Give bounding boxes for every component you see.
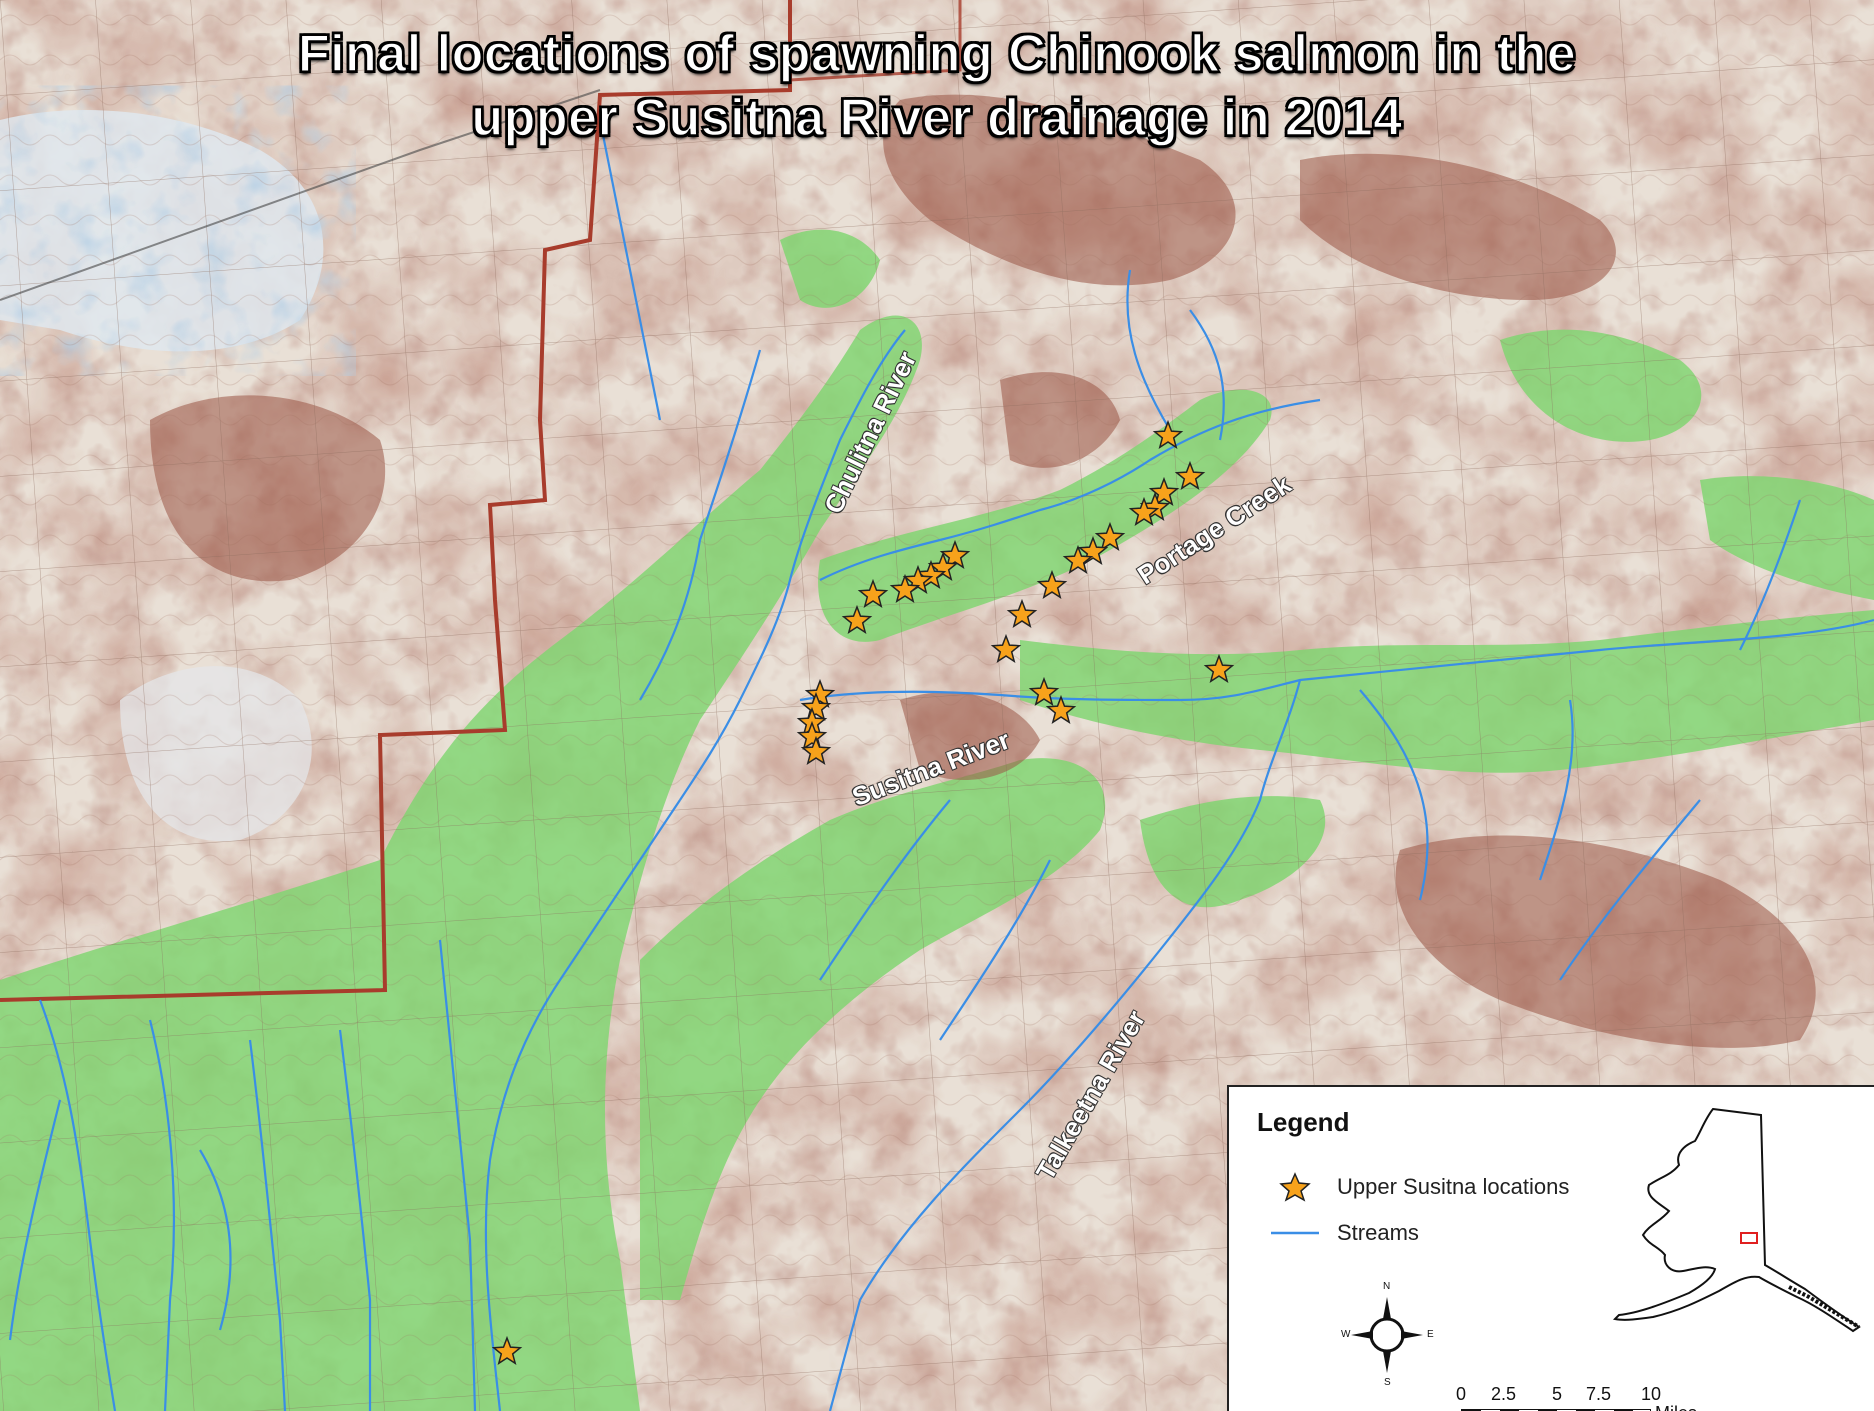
scale-tick-7-5: 7.5 xyxy=(1586,1384,1612,1404)
legend: Legend Upper Susitna locations Streams xyxy=(1227,1085,1874,1411)
scale-bar: 0 2.5 5 7.5 10 Miles xyxy=(1456,1379,1861,1411)
star-icon xyxy=(902,564,934,594)
legend-item-streams: Streams xyxy=(1267,1218,1419,1248)
star-icon xyxy=(1062,544,1094,574)
legend-label-streams: Streams xyxy=(1337,1220,1419,1245)
star-icon xyxy=(800,691,832,721)
star-icon xyxy=(1036,569,1068,599)
star-icon xyxy=(990,633,1022,663)
legend-label-locations: Upper Susitna locations xyxy=(1337,1174,1570,1199)
star-icon xyxy=(915,559,947,589)
map-title: Final locations of spawning Chinook salm… xyxy=(0,22,1874,150)
star-icon xyxy=(1006,598,1038,628)
compass-e: E xyxy=(1427,1329,1434,1340)
boundary-segment xyxy=(789,0,962,82)
star-icon xyxy=(1148,476,1180,506)
scale-tick-10: 10 xyxy=(1641,1384,1662,1404)
scale-unit: Miles xyxy=(1655,1403,1697,1411)
star-icon xyxy=(939,539,971,569)
alaska-inset-map xyxy=(1609,1105,1874,1333)
scale-tick-5: 5 xyxy=(1552,1384,1563,1404)
star-icon xyxy=(1174,460,1206,490)
map-title-line1: Final locations of spawning Chinook salm… xyxy=(297,24,1577,84)
scale-tick-2-5: 2.5 xyxy=(1491,1384,1517,1404)
scale-tick-0: 0 xyxy=(1456,1384,1467,1404)
legend-item-locations: Upper Susitna locations xyxy=(1267,1172,1569,1202)
star-icon xyxy=(491,1335,523,1365)
star-icon xyxy=(1077,535,1109,565)
star-icon xyxy=(796,720,828,750)
road-line xyxy=(0,89,601,301)
spawning-locations xyxy=(491,419,1235,1365)
star-icon xyxy=(927,551,959,581)
star-icon xyxy=(1094,521,1126,551)
streams xyxy=(8,119,1874,1411)
star-icon xyxy=(841,604,873,634)
star-icon xyxy=(1028,676,1060,706)
star-icon xyxy=(1128,496,1160,526)
park-boundary xyxy=(0,0,792,1002)
stream-line-icon xyxy=(1267,1218,1323,1248)
north-arrow-icon: N S W E xyxy=(1341,1281,1434,1388)
compass-s: S xyxy=(1384,1377,1391,1388)
star-icon xyxy=(857,578,889,608)
compass-n: N xyxy=(1383,1281,1391,1292)
star-icon xyxy=(800,735,832,765)
legend-title: Legend xyxy=(1257,1107,1350,1137)
compass-w: W xyxy=(1341,1329,1351,1340)
star-icon xyxy=(804,678,836,708)
star-icon xyxy=(1045,694,1077,724)
star-icon xyxy=(1152,419,1184,449)
star-icon xyxy=(1267,1172,1323,1202)
map-title-line2: upper Susitna River drainage in 2014 xyxy=(471,88,1403,148)
star-icon xyxy=(889,573,921,603)
star-icon xyxy=(1203,653,1235,683)
